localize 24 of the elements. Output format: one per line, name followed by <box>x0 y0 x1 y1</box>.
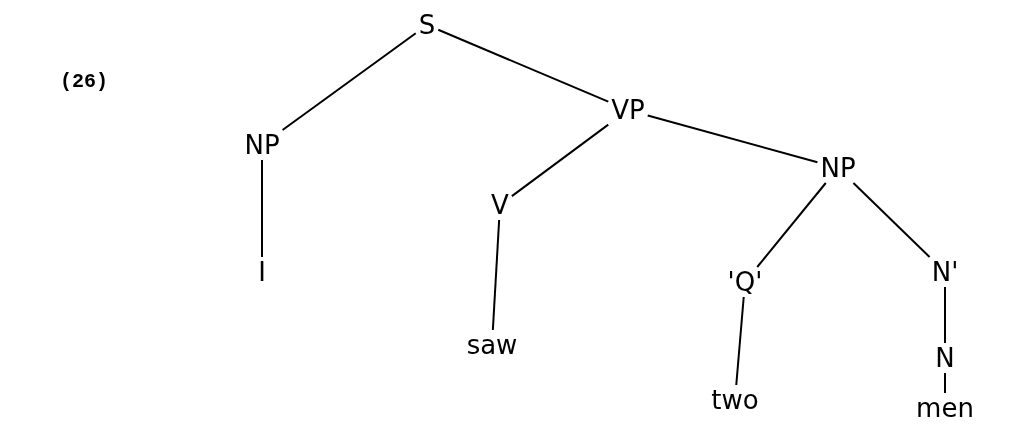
tree-node-label: saw <box>463 330 521 360</box>
tree-branch-line <box>261 159 263 258</box>
tree-node-label: I <box>255 257 269 287</box>
tree-branch-line <box>281 32 417 132</box>
tree-node-label: two <box>708 385 762 415</box>
tree-node-label: N <box>932 343 958 373</box>
tree-node-label: VP <box>608 95 648 125</box>
tree-node-label: 'Q' <box>724 267 766 297</box>
example-number: (26) <box>60 70 108 93</box>
tree-node-label: NP <box>817 153 859 183</box>
tree-branch-line <box>944 372 946 394</box>
tree-branch-line <box>735 296 745 386</box>
tree-node-label: N' <box>928 257 962 287</box>
tree-branch-line <box>756 182 827 268</box>
tree-branch-line <box>491 219 501 331</box>
tree-branch-line <box>437 28 610 103</box>
tree-branch-line <box>510 123 610 198</box>
tree-branch-line <box>944 286 946 344</box>
tree-node-label: men <box>913 393 977 423</box>
tree-branch-line <box>646 114 819 164</box>
tree-node-label: NP <box>241 130 283 160</box>
tree-node-label: S <box>415 10 439 40</box>
tree-node-label: V <box>488 190 512 220</box>
tree-branch-line <box>852 182 931 258</box>
